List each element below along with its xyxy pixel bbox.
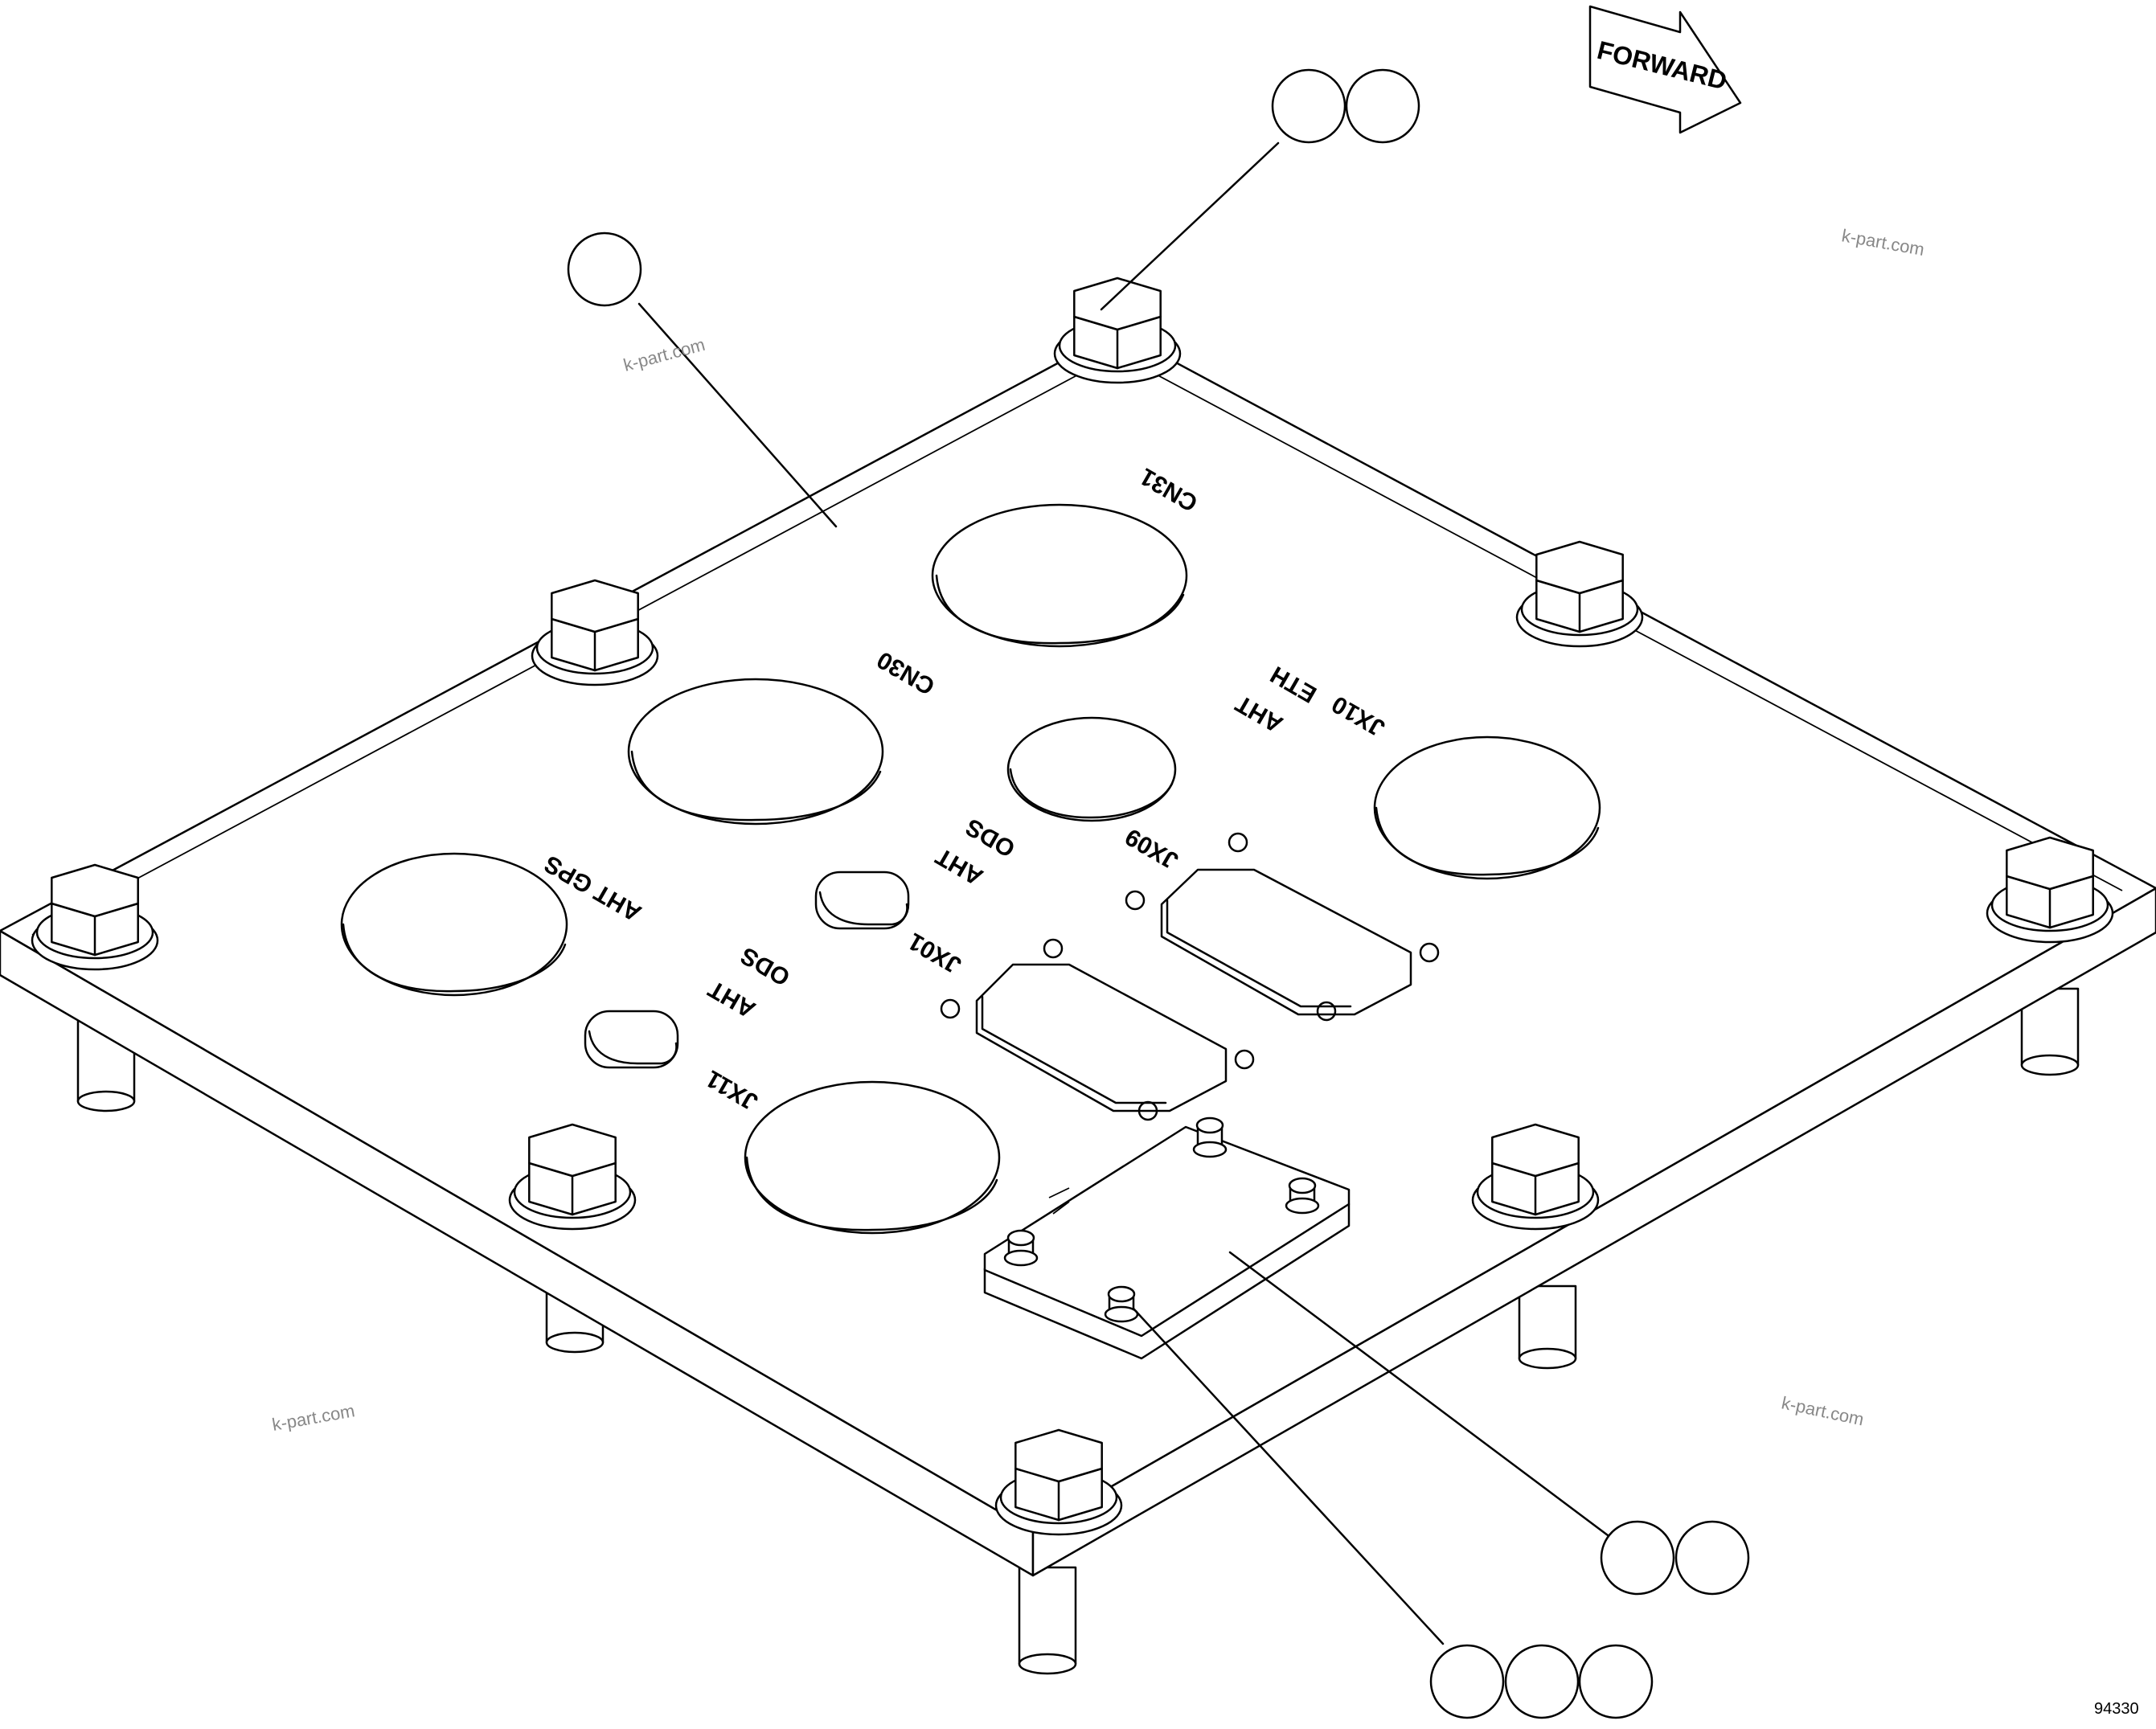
plate-top-face: [0, 330, 2156, 1533]
watermark-text: k-part.com: [271, 1400, 357, 1435]
cover-screw: [1104, 1285, 1139, 1323]
standoff: [1018, 1566, 1077, 1675]
hex-bolt: [508, 1123, 637, 1231]
cover-screw: [1285, 1177, 1320, 1215]
hex-bolts: [31, 277, 2114, 1536]
cutout-jx11: [744, 1080, 1001, 1235]
cover-plate: [983, 1116, 1351, 1360]
cutout-jx10: [1373, 735, 1601, 880]
cutout-aht-ods-lower: [584, 1010, 679, 1069]
hex-bolt: [1471, 1123, 1600, 1231]
hex-bolt: [31, 863, 159, 971]
callout-balloon: [1345, 68, 1420, 144]
leader-line: [637, 302, 838, 528]
cover-screw: [1192, 1116, 1228, 1158]
leader-line: [1228, 1251, 1609, 1537]
figure-number: 94330: [2094, 1700, 2139, 1718]
callout-balloon: [1271, 68, 1346, 144]
forward-arrow: FORWARD: [1588, 5, 1742, 134]
cutout-cn31: [931, 503, 1188, 648]
hex-bolt: [994, 1428, 1123, 1536]
connector-cutouts: [340, 503, 1601, 1235]
cutout-jx01: [940, 938, 1255, 1121]
watermark-text: k-part.com: [621, 334, 707, 375]
leader-line: [1100, 141, 1280, 311]
hex-bolt: [1515, 540, 1644, 648]
callout-balloon: [1429, 1644, 1505, 1719]
cutout-aht-ods-upper: [814, 871, 910, 930]
callout-balloon: [567, 231, 642, 307]
hex-bolt: [1053, 277, 1182, 384]
base-plate: [0, 330, 2156, 1577]
leader-lines: [637, 141, 1609, 1645]
callout-balloon: [1600, 1520, 1675, 1596]
cutout-aht-gps: [340, 852, 568, 997]
leader-line: [1132, 1307, 1445, 1645]
standoffs: [76, 987, 2080, 1675]
callout-balloon: [1504, 1644, 1580, 1719]
hex-bolt: [531, 579, 659, 686]
watermark-text: k-part.com: [1780, 1392, 1866, 1429]
callout-balloon: [1674, 1520, 1750, 1596]
cutout-aht-eth: [1006, 716, 1177, 822]
callout-balloon: [1578, 1644, 1654, 1719]
watermark-text: k-part.com: [1840, 225, 1926, 260]
cutout-cn30: [627, 678, 884, 826]
cover-screw: [1003, 1229, 1039, 1267]
cutout-jx09: [1125, 832, 1440, 1022]
hex-bolt: [1986, 836, 2114, 944]
callout-balloons: [567, 68, 1750, 1719]
standoff: [1518, 1284, 1577, 1370]
